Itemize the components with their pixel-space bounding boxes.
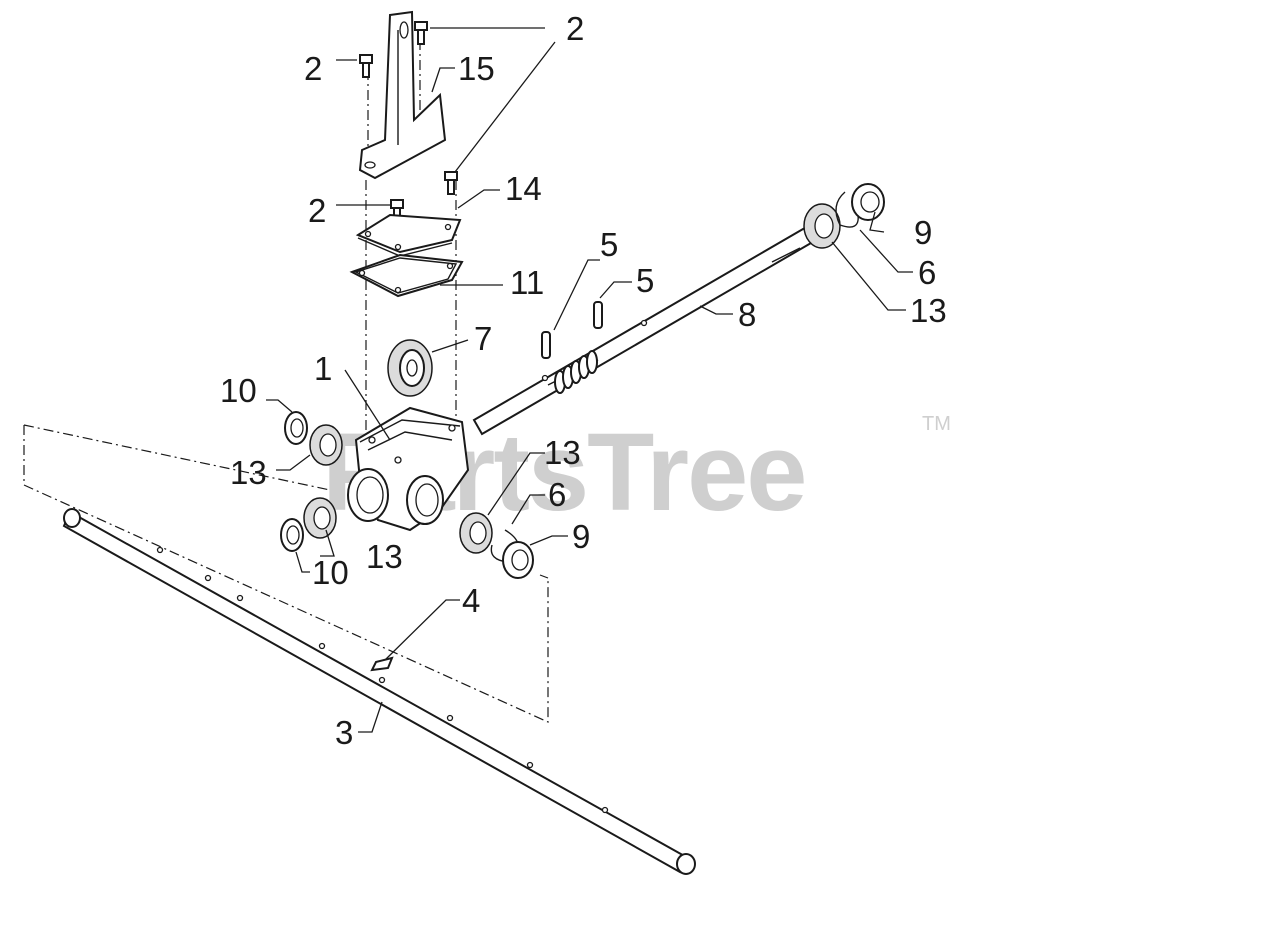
callout-label: 6	[548, 476, 566, 513]
callout-label: 14	[505, 170, 542, 207]
callout-label: 5	[636, 262, 654, 299]
callout-label: 3	[335, 714, 353, 751]
callout-label: 2	[308, 192, 326, 229]
bearing-part-13b	[303, 497, 337, 539]
gearbox-housing-part-1	[347, 406, 470, 532]
bearing-part-13d	[803, 203, 841, 249]
axle-shaft-part-3	[62, 508, 696, 875]
callout-label: 10	[220, 372, 257, 409]
callout-label: 13	[230, 454, 267, 491]
callout-label: 8	[738, 296, 756, 333]
bearing-part-13a	[309, 424, 343, 466]
callout-label: 10	[312, 554, 349, 591]
retaining-ring-part-6a	[835, 191, 859, 228]
callout-label: 6	[918, 254, 936, 291]
cover-plate-part-14	[355, 213, 462, 257]
callout-label: 7	[474, 320, 492, 357]
callout-label: 9	[572, 518, 590, 555]
callout-label: 15	[458, 50, 495, 87]
screw-2b	[414, 21, 428, 45]
worm-shaft-part-8	[472, 216, 832, 436]
callout-label: 2	[304, 50, 322, 87]
callout-label: 5	[600, 226, 618, 263]
screw-2c	[444, 171, 458, 195]
pin-part-5a	[541, 331, 551, 359]
watermark-tm: TM	[922, 413, 951, 435]
worm-thread	[554, 350, 598, 394]
bracket-part-15	[358, 10, 447, 180]
callout-label: 2	[566, 10, 584, 47]
callout-labels: 2 2 15 2 14 11 7 1 10 13 13 10 5 5 8 9 6…	[220, 10, 947, 751]
callout-label: 9	[914, 214, 932, 251]
key-part-4	[370, 656, 394, 672]
callout-label: 1	[314, 350, 332, 387]
seal-part-10b	[280, 518, 304, 552]
worm-gear-part-7	[387, 339, 433, 397]
callout-label: 13	[366, 538, 403, 575]
leader-lines	[266, 27, 913, 733]
seal-part-10a	[284, 411, 308, 445]
gasket-part-11	[349, 253, 464, 298]
callout-label: 13	[910, 292, 947, 329]
callout-label: 4	[462, 582, 480, 619]
callout-label: 13	[544, 434, 581, 471]
screw-2a	[359, 54, 373, 78]
bearing-part-13c	[459, 512, 493, 554]
assembly-lines	[23, 40, 549, 723]
callout-label: 11	[510, 264, 544, 301]
pin-part-5b	[593, 301, 603, 329]
seal-part-9b	[502, 541, 534, 579]
seal-part-9a	[851, 183, 885, 221]
